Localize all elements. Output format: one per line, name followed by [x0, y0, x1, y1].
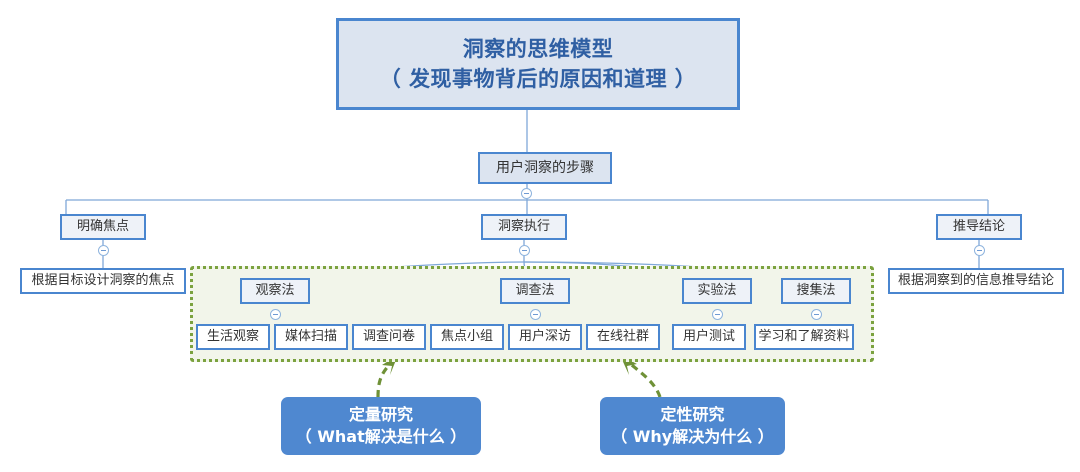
- leaf-online-community[interactable]: 在线社群: [586, 324, 660, 350]
- leaf-focus-group[interactable]: 焦点小组: [430, 324, 504, 350]
- callout-quantitative-line1: 定量研究: [348, 405, 413, 424]
- root-node[interactable]: 洞察的思维模型 （ 发现事物背后的原因和道理 ）: [336, 18, 740, 110]
- leaf-media-scan[interactable]: 媒体扫描: [274, 324, 348, 350]
- leaf-desk-research[interactable]: 学习和了解资料: [754, 324, 854, 350]
- collapse-toggle-conclusion[interactable]: [974, 245, 985, 256]
- node-method-survey[interactable]: 调查法: [500, 278, 570, 304]
- leaf-user-interview[interactable]: 用户深访: [508, 324, 582, 350]
- node-method-experiment[interactable]: 实验法: [682, 278, 752, 304]
- collapse-toggle-collection[interactable]: [811, 309, 822, 320]
- node-method-observation[interactable]: 观察法: [240, 278, 310, 304]
- callout-qualitative-line1: 定性研究: [660, 405, 725, 424]
- callout-qualitative-line2: （ Why解决为什么 ）: [611, 427, 774, 446]
- callout-quantitative-line2: （ What解决是什么 ）: [295, 427, 467, 446]
- node-derive-conclusion[interactable]: 推导结论: [936, 214, 1022, 240]
- collapse-toggle-observation[interactable]: [270, 309, 281, 320]
- root-title-line2: （ 发现事物背后的原因和道理 ）: [379, 67, 697, 91]
- node-user-insight-steps[interactable]: 用户洞察的步骤: [478, 152, 612, 184]
- collapse-toggle-experiment[interactable]: [712, 309, 723, 320]
- node-clarify-focus[interactable]: 明确焦点: [60, 214, 146, 240]
- leaf-user-testing[interactable]: 用户测试: [672, 324, 746, 350]
- collapse-toggle-survey[interactable]: [530, 309, 541, 320]
- leaf-conclusion-from-info[interactable]: 根据洞察到的信息推导结论: [888, 268, 1064, 294]
- root-title-line1: 洞察的思维模型: [462, 36, 614, 61]
- callout-qualitative-research[interactable]: 定性研究 （ Why解决为什么 ）: [600, 397, 785, 455]
- node-insight-execution[interactable]: 洞察执行: [481, 214, 567, 240]
- collapse-toggle-steps[interactable]: [521, 188, 532, 199]
- node-method-collection[interactable]: 搜集法: [781, 278, 851, 304]
- leaf-focus-design[interactable]: 根据目标设计洞察的焦点: [20, 268, 186, 294]
- callout-quantitative-research[interactable]: 定量研究 （ What解决是什么 ）: [281, 397, 481, 455]
- collapse-toggle-focus[interactable]: [98, 245, 109, 256]
- leaf-life-observation[interactable]: 生活观察: [196, 324, 270, 350]
- leaf-questionnaire[interactable]: 调查问卷: [352, 324, 426, 350]
- collapse-toggle-execution[interactable]: [519, 245, 530, 256]
